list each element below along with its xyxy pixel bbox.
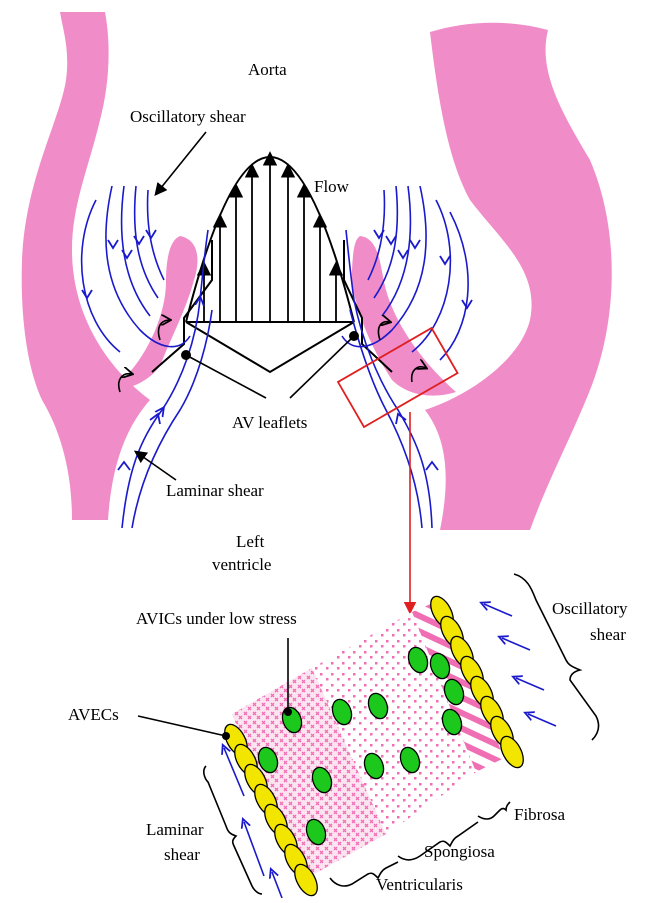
right-leaflet-dot <box>349 331 359 341</box>
oscillatory-shear-pointer <box>156 132 206 194</box>
label-oscillatory-shear-bottom-1: Oscillatory <box>552 599 628 618</box>
label-oscillatory-shear-bottom-2: shear <box>590 625 626 644</box>
label-left-ventricle-line1: Left <box>236 532 265 551</box>
label-ventricularis: Ventricularis <box>376 875 463 894</box>
label-left-ventricle-line2: ventricle <box>212 555 271 574</box>
avecs-pointer <box>138 716 226 736</box>
label-laminar-shear: Laminar shear <box>166 481 264 500</box>
label-avics: AVICs under low stress <box>136 609 297 628</box>
label-flow: Flow <box>314 177 350 196</box>
label-avecs: AVECs <box>68 705 119 724</box>
label-aorta: Aorta <box>248 60 287 79</box>
label-av-leaflets: AV leaflets <box>232 413 307 432</box>
label-fibrosa: Fibrosa <box>514 805 565 824</box>
left-leaflet-dot <box>181 350 191 360</box>
laminar-shear-pointer <box>136 452 176 480</box>
label-laminar-shear-bottom-1: Laminar <box>146 820 204 839</box>
label-spongiosa: Spongiosa <box>424 842 495 861</box>
label-oscillatory-shear: Oscillatory shear <box>130 107 246 126</box>
left-aortic-wall <box>22 12 150 520</box>
leaflet-coaptation-triangle <box>186 322 354 372</box>
avics-dot <box>284 708 292 716</box>
right-aortic-wall <box>425 23 612 530</box>
avecs-dot <box>222 732 230 740</box>
av-leaflets-pointers <box>186 336 354 398</box>
label-laminar-shear-bottom-2: shear <box>164 845 200 864</box>
fibrosa-brace <box>478 802 510 819</box>
